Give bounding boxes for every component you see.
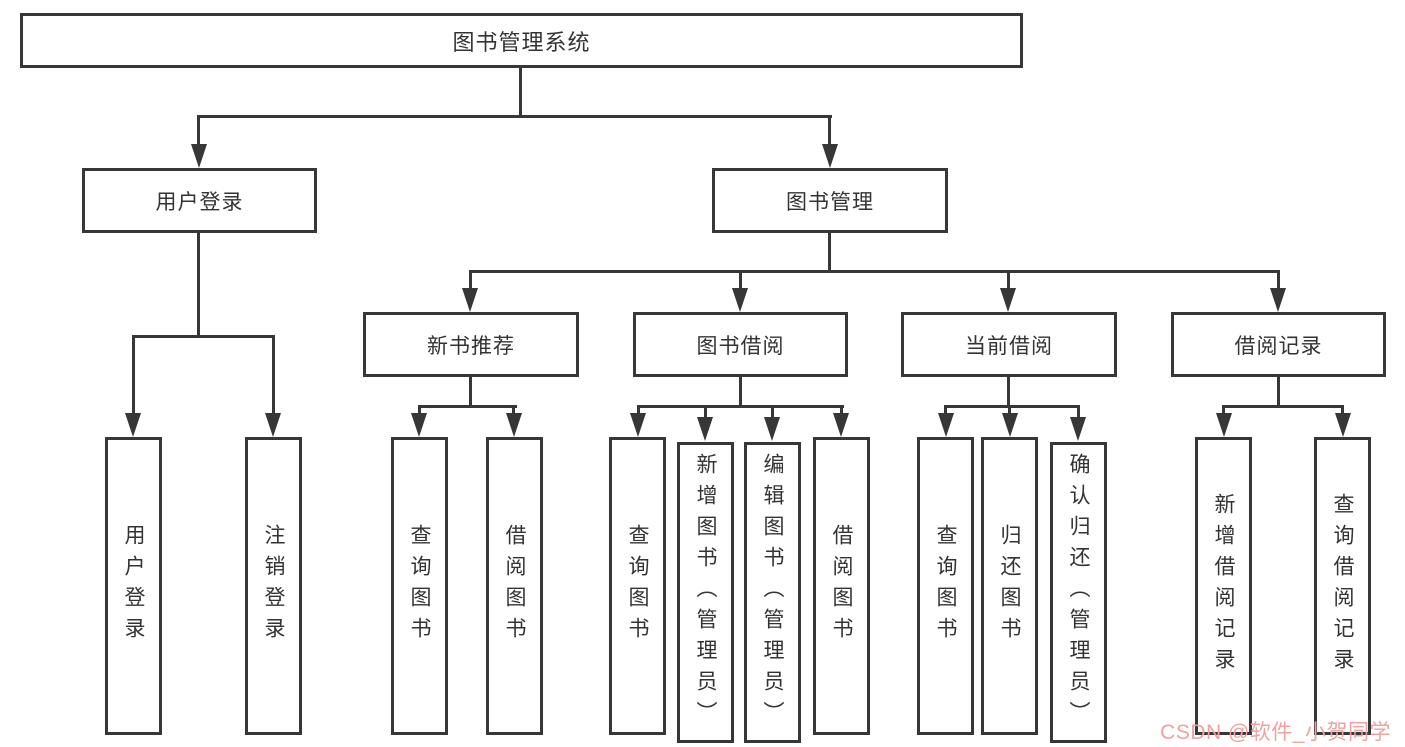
node-borrowing-records: 借阅记录: [1171, 312, 1386, 377]
leaf-user-login: 用户登录: [105, 437, 162, 735]
arrow-down-icon: [411, 413, 427, 437]
arrow-down-icon: [462, 288, 478, 312]
connector-stem: [828, 233, 831, 273]
arrow-down-icon: [938, 413, 954, 437]
leaf-add-borrow-record: 新增借阅记录: [1195, 437, 1252, 735]
arrow-down-icon: [833, 413, 849, 437]
node-library-system: 图书管理系统: [20, 13, 1023, 68]
connector-drop: [1277, 270, 1280, 292]
leaf-query-books-recommend-label: 查询图书: [408, 524, 432, 648]
node-user-login-label: 用户登录: [155, 190, 244, 214]
leaf-borrow-books-borrowing-label: 借阅图书: [830, 524, 854, 648]
connector-rail: [637, 405, 844, 408]
connector-drop: [1007, 270, 1010, 292]
leaf-query-books-borrowing-label: 查询图书: [626, 524, 650, 648]
connector-drop: [272, 335, 275, 417]
leaf-borrow-books-recommend: 借阅图书: [486, 437, 543, 735]
connector-drop: [637, 405, 640, 417]
leaf-query-borrow-record-label: 查询借阅记录: [1331, 493, 1355, 679]
node-book-borrowing-label: 图书借阅: [696, 334, 785, 358]
arrow-down-icon: [697, 417, 713, 441]
leaf-user-login-label: 用户登录: [122, 524, 146, 648]
arrow-down-icon: [125, 413, 141, 437]
connector-drop: [1077, 405, 1080, 421]
leaf-add-book-admin-label: 新增图书（管理员）: [694, 453, 718, 732]
leaf-borrow-books-borrowing: 借阅图书: [813, 437, 870, 735]
node-book-borrowing: 图书借阅: [633, 312, 848, 377]
connector-drop: [1008, 405, 1011, 417]
arrow-down-icon: [630, 413, 646, 437]
connector-rail: [418, 405, 517, 408]
arrow-down-icon: [265, 413, 281, 437]
connector-drop: [704, 405, 707, 421]
connector-stem: [197, 233, 200, 337]
node-library-system-label: 图书管理系统: [452, 29, 591, 55]
node-user-login: 用户登录: [82, 168, 317, 233]
connector-rail: [132, 335, 275, 338]
csdn-watermark: CSDN @软件_小贺同学: [1160, 721, 1391, 744]
connector-drop: [1222, 405, 1225, 417]
arrow-down-icon: [1335, 413, 1351, 437]
arrow-down-icon: [1070, 417, 1086, 441]
leaf-add-borrow-record-label: 新增借阅记录: [1212, 493, 1236, 679]
connector-drop: [828, 115, 831, 148]
leaf-logout-label: 注销登录: [262, 524, 286, 648]
leaf-query-borrow-record: 查询借阅记录: [1314, 437, 1371, 735]
connector-drop: [469, 270, 472, 292]
node-book-management-label: 图书管理: [786, 190, 874, 214]
arrow-down-icon: [764, 417, 780, 441]
leaf-query-books-current: 查询图书: [917, 437, 974, 735]
node-book-management: 图书管理: [712, 168, 948, 233]
node-new-book-recommendation-label: 新书推荐: [427, 334, 515, 358]
connector-drop: [197, 115, 200, 148]
arrow-down-icon: [1000, 288, 1016, 312]
connector-drop: [132, 335, 135, 417]
leaf-logout: 注销登录: [245, 437, 302, 735]
connector-drop: [512, 405, 515, 417]
leaf-confirm-return-admin-label: 确认归还（管理员）: [1067, 453, 1091, 732]
connector-stem: [1007, 377, 1010, 408]
leaf-borrow-books-recommend-label: 借阅图书: [503, 524, 527, 648]
connector-drop: [418, 405, 421, 417]
connector-stem: [469, 377, 472, 408]
arrow-down-icon: [191, 144, 207, 168]
node-current-borrowing-label: 当前借阅: [965, 334, 1053, 358]
leaf-edit-book-admin-label: 编辑图书（管理员）: [761, 453, 785, 732]
connector-drop: [771, 405, 774, 421]
leaf-query-books-current-label: 查询图书: [934, 524, 958, 648]
arrow-down-icon: [1002, 413, 1018, 437]
leaf-query-books-borrowing: 查询图书: [609, 437, 666, 735]
arrow-down-icon: [1216, 413, 1232, 437]
node-new-book-recommendation: 新书推荐: [363, 312, 579, 377]
connector-drop: [739, 270, 742, 292]
connector-drop: [1341, 405, 1344, 417]
arrow-down-icon: [1270, 288, 1286, 312]
node-borrowing-records-label: 借阅记录: [1234, 334, 1323, 358]
leaf-query-books-recommend: 查询图书: [391, 437, 448, 735]
leaf-return-book-label: 归还图书: [998, 524, 1022, 648]
connector-rail: [469, 270, 1280, 273]
leaf-return-book: 归还图书: [981, 437, 1038, 735]
leaf-add-book-admin: 新增图书（管理员）: [677, 442, 734, 743]
leaf-edit-book-admin: 编辑图书（管理员）: [744, 442, 801, 743]
connector-drop: [840, 405, 843, 417]
leaf-confirm-return-admin: 确认归还（管理员）: [1050, 442, 1107, 743]
node-current-borrowing: 当前借阅: [901, 312, 1117, 377]
connector-rail: [197, 115, 832, 118]
connector-stem: [1277, 377, 1280, 408]
connector-rail: [1222, 405, 1344, 408]
connector-rail: [944, 405, 1080, 408]
connector-drop: [944, 405, 947, 417]
arrow-down-icon: [822, 144, 838, 168]
arrow-down-icon: [732, 288, 748, 312]
arrow-down-icon: [506, 413, 522, 437]
connector-stem: [519, 68, 522, 117]
connector-stem: [739, 377, 742, 408]
